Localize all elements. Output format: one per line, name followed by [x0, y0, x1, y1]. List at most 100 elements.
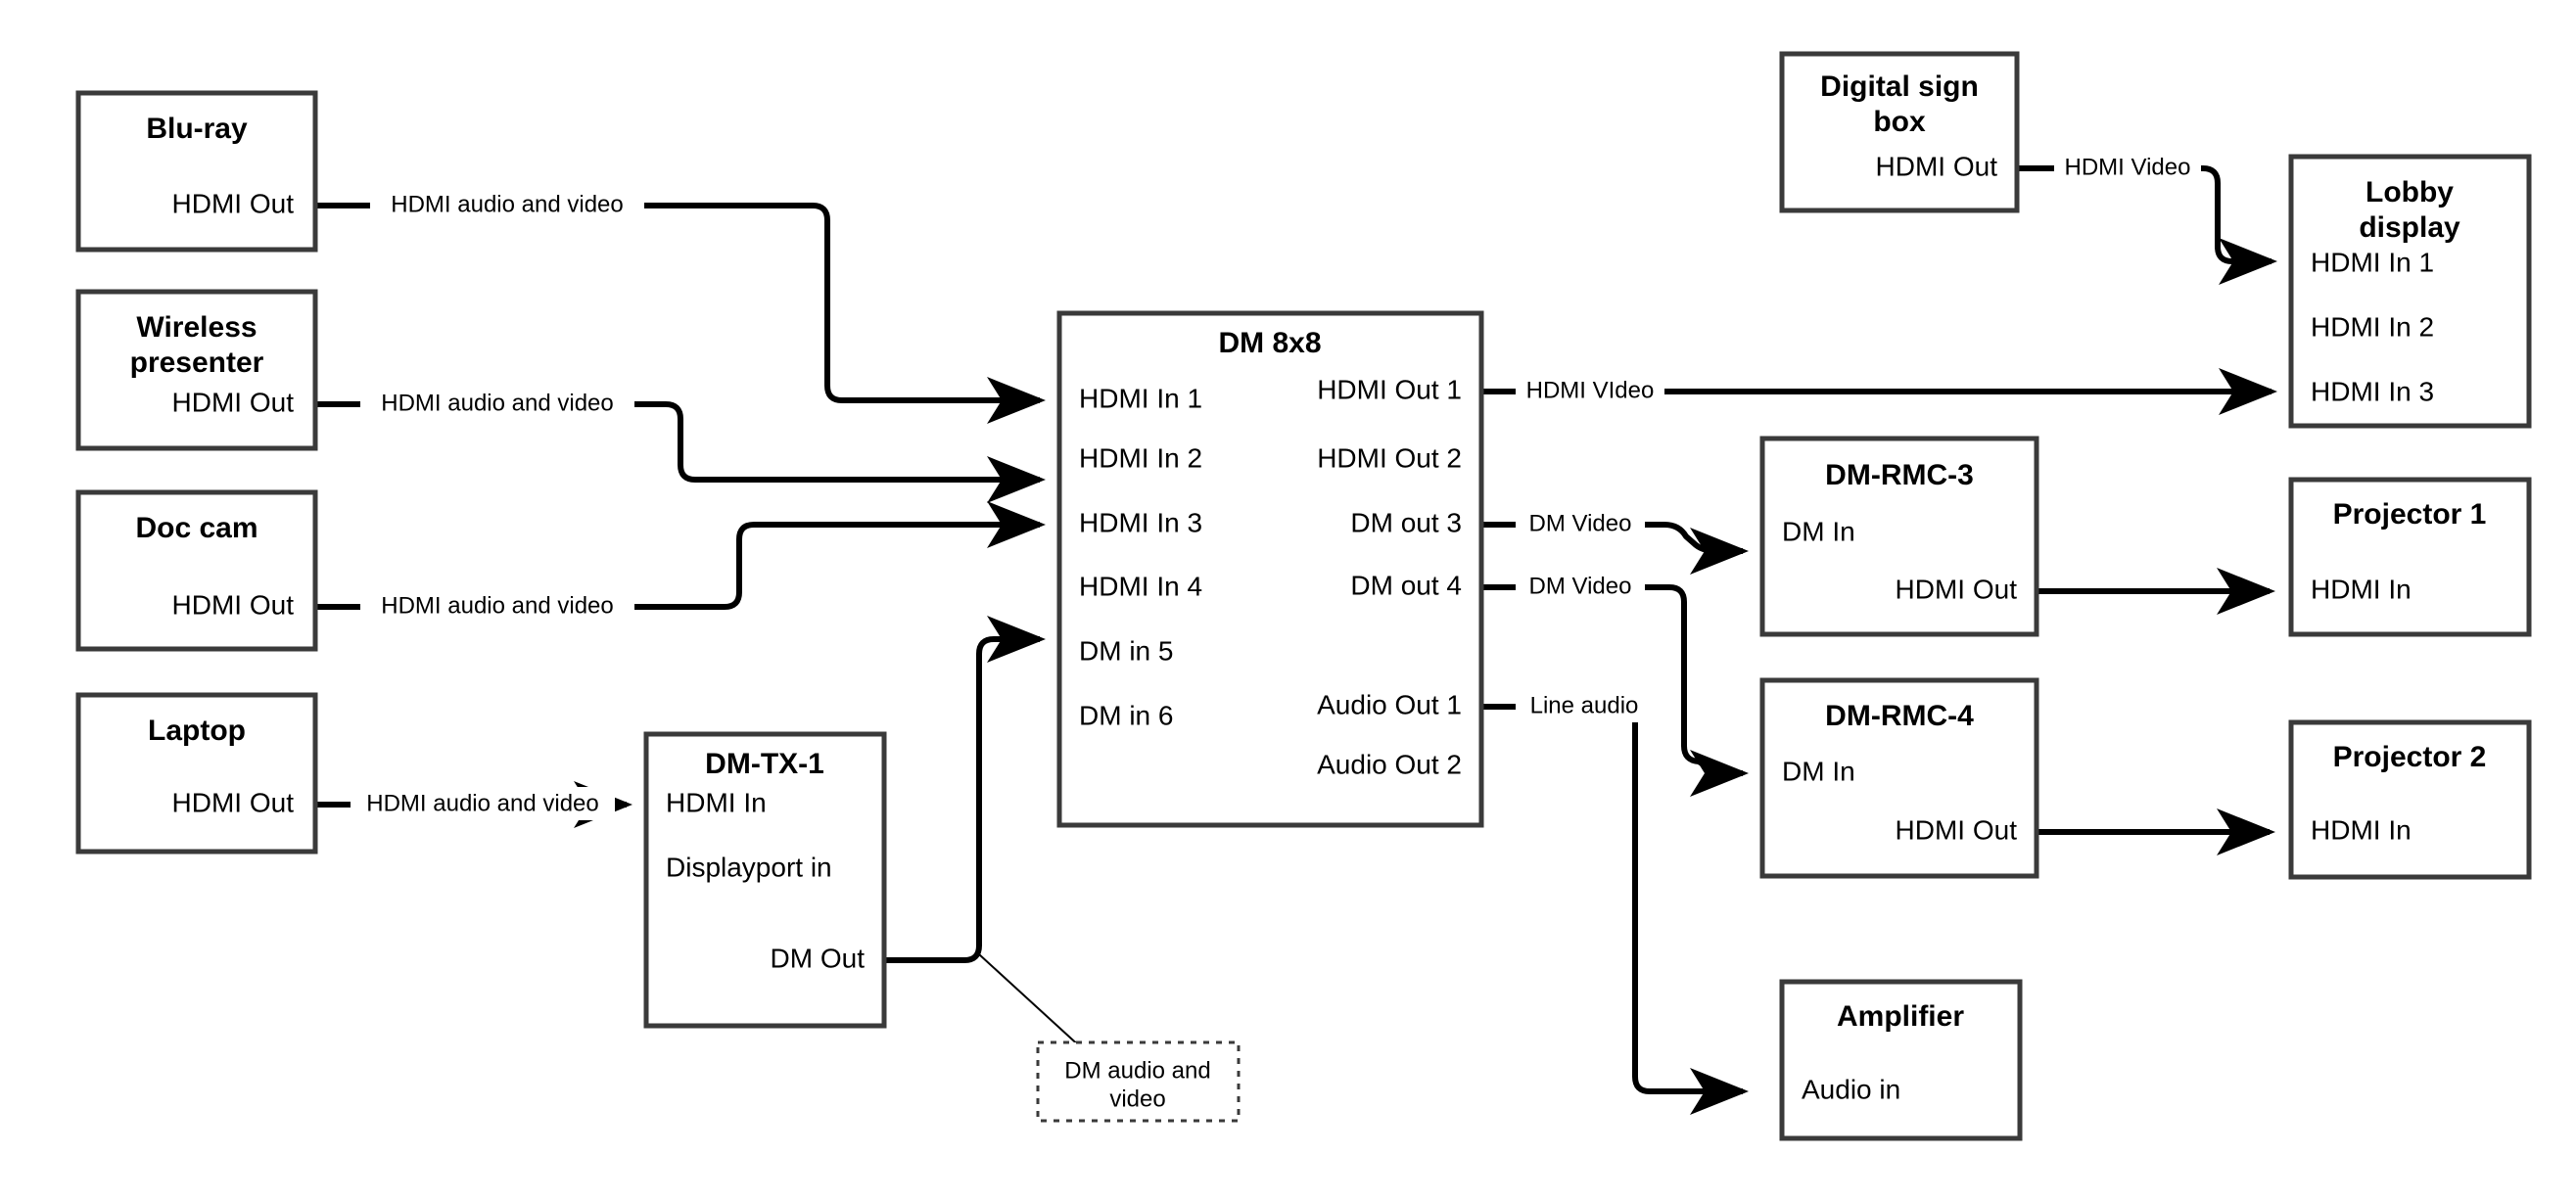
node-dm-8x8[interactable]: DM 8x8 HDMI In 1 HDMI In 2 HDMI In 3 HDM…: [1056, 310, 1484, 828]
port-hdmi-out-2: HDMI Out 2: [1317, 442, 1462, 473]
node-title: Projector 1: [2333, 498, 2487, 531]
node-box: [1056, 310, 1484, 828]
node-lobby-display[interactable]: Lobby display HDMI In 1 HDMI In 2 HDMI I…: [2288, 154, 2532, 429]
port-dm-in: DM In: [1782, 516, 1855, 546]
node-box: [1779, 979, 2023, 1141]
node-title: DM 8x8: [1218, 327, 1321, 359]
node-projector-1[interactable]: Projector 1 HDMI In: [2288, 477, 2532, 637]
node-box: [2288, 719, 2532, 880]
node-title-line1: Lobby: [2365, 176, 2454, 208]
node-box: [75, 90, 318, 253]
edge-label-dm-out4: DM Video: [1529, 573, 1632, 599]
edge-doccam-to-dm-hdmi-in-3: [315, 501, 1046, 610]
node-box: [2288, 154, 2532, 429]
port-hdmi-out: HDMI Out: [172, 589, 295, 620]
port-hdmi-in: HDMI In: [2311, 814, 2412, 845]
port-hdmi-out: HDMI Out: [172, 387, 295, 417]
edge-wireless-to-dm-hdmi-in-2: [315, 401, 1046, 503]
label-bg: [360, 387, 634, 420]
node-title-line2: presenter: [130, 346, 264, 379]
port-dm-out: DM Out: [771, 943, 866, 973]
node-projector-2[interactable]: Projector 2 HDMI In: [2288, 719, 2532, 880]
edge-signbox-to-lobby-hdmi-in-1: [2017, 165, 2277, 285]
node-title: Laptop: [148, 715, 246, 747]
callout-leader-line: [978, 953, 1095, 1060]
label-bg: [370, 188, 644, 221]
edge-dmtx-to-dm-in-5: [884, 616, 1046, 963]
port-audio-in: Audio in: [1802, 1074, 1900, 1104]
port-audio-out-2: Audio Out 2: [1317, 749, 1462, 779]
callout-line2: video: [1109, 1086, 1165, 1112]
port-hdmi-in-3: HDMI In 3: [1079, 507, 1202, 537]
node-dm-tx-1[interactable]: DM-TX-1 HDMI In Displayport in DM Out: [643, 731, 887, 1029]
node-title-line1: Wireless: [136, 311, 257, 344]
port-hdmi-in-2: HDMI In 2: [2311, 311, 2434, 342]
node-title: DM-TX-1: [705, 748, 824, 780]
callout-line1: DM audio and: [1064, 1057, 1210, 1084]
port-hdmi-out: HDMI Out: [172, 188, 295, 218]
node-dm-rmc-3[interactable]: DM-RMC-3 DM In HDMI Out: [1759, 436, 2039, 637]
node-title-line1: Digital sign: [1820, 70, 1979, 103]
node-title-line2: box: [1873, 106, 1926, 138]
node-title: Blu-ray: [146, 113, 248, 145]
node-box: [75, 489, 318, 652]
edge-label-signbox: HDMI Video: [2065, 154, 2191, 180]
port-dm-out-3: DM out 3: [1350, 507, 1462, 537]
port-displayport-in: Displayport in: [666, 852, 832, 882]
node-title: Amplifier: [1837, 1000, 1964, 1033]
port-hdmi-out: HDMI Out: [1876, 151, 1998, 181]
label-bg: [2054, 151, 2201, 184]
label-bg: [1516, 507, 1645, 540]
node-title: DM-RMC-4: [1825, 700, 1974, 732]
node-box: [1759, 677, 2039, 879]
node-laptop[interactable]: Laptop HDMI Out: [75, 692, 318, 855]
label-bg: [351, 787, 615, 820]
port-hdmi-in-3: HDMI In 3: [2311, 376, 2434, 406]
port-hdmi-in: HDMI In: [666, 787, 767, 817]
node-box: [643, 731, 887, 1029]
port-hdmi-in-2: HDMI In 2: [1079, 442, 1202, 473]
port-hdmi-in-4: HDMI In 4: [1079, 571, 1202, 601]
port-hdmi-out-1: HDMI Out 1: [1317, 374, 1462, 404]
node-dm-rmc-4[interactable]: DM-RMC-4 DM In HDMI Out: [1759, 677, 2039, 879]
node-wireless-presenter[interactable]: Wireless presenter HDMI Out: [75, 289, 318, 451]
edge-label-dm-out1: HDMI VIdeo: [1526, 377, 1655, 403]
node-digital-sign-box[interactable]: Digital sign box HDMI Out: [1779, 51, 2020, 213]
label-bg: [1516, 689, 1653, 722]
node-box: [2288, 477, 2532, 637]
callout-dm-audio-and-video: DM audio and video: [1036, 1040, 1241, 1123]
node-box: [75, 289, 318, 451]
label-bg: [360, 589, 634, 623]
port-hdmi-in-1: HDMI In 1: [1079, 383, 1202, 413]
edge-label-laptop: HDMI audio and video: [366, 790, 598, 816]
port-hdmi-out: HDMI Out: [172, 787, 295, 817]
port-dm-in-6: DM in 6: [1079, 700, 1173, 730]
port-dm-in-5: DM in 5: [1079, 635, 1173, 666]
node-bluray[interactable]: Blu-ray HDMI Out: [75, 90, 318, 253]
edge-label-wireless: HDMI audio and video: [381, 390, 613, 416]
node-title: Doc cam: [135, 512, 258, 544]
port-hdmi-out: HDMI Out: [1896, 814, 2018, 845]
label-bg: [1516, 570, 1645, 603]
node-title: DM-RMC-3: [1825, 459, 1974, 491]
port-hdmi-in: HDMI In: [2311, 574, 2412, 604]
edge-bluray-to-dm-hdmi-in-1: [315, 203, 1046, 424]
node-amplifier[interactable]: Amplifier Audio in: [1779, 979, 2023, 1141]
edge-label-bluray: HDMI audio and video: [391, 191, 623, 217]
node-doc-cam[interactable]: Doc cam HDMI Out: [75, 489, 318, 652]
node-box: [75, 692, 318, 855]
edge-dm-out3-to-rmc3: [1481, 522, 1749, 575]
edge-label-doccam: HDMI audio and video: [381, 592, 613, 619]
label-bg: [1516, 374, 1664, 407]
edge-label-line-audio: Line audio: [1530, 692, 1639, 718]
port-dm-out-4: DM out 4: [1350, 570, 1462, 600]
node-title-line2: display: [2359, 211, 2460, 244]
edge-label-dm-out3: DM Video: [1529, 510, 1632, 536]
node-box: [1779, 51, 2020, 213]
port-dm-in: DM In: [1782, 756, 1855, 786]
node-box: [1759, 436, 2039, 637]
port-audio-out-1: Audio Out 1: [1317, 689, 1462, 719]
edge-dm-out4-to-rmc4: [1481, 584, 1749, 797]
